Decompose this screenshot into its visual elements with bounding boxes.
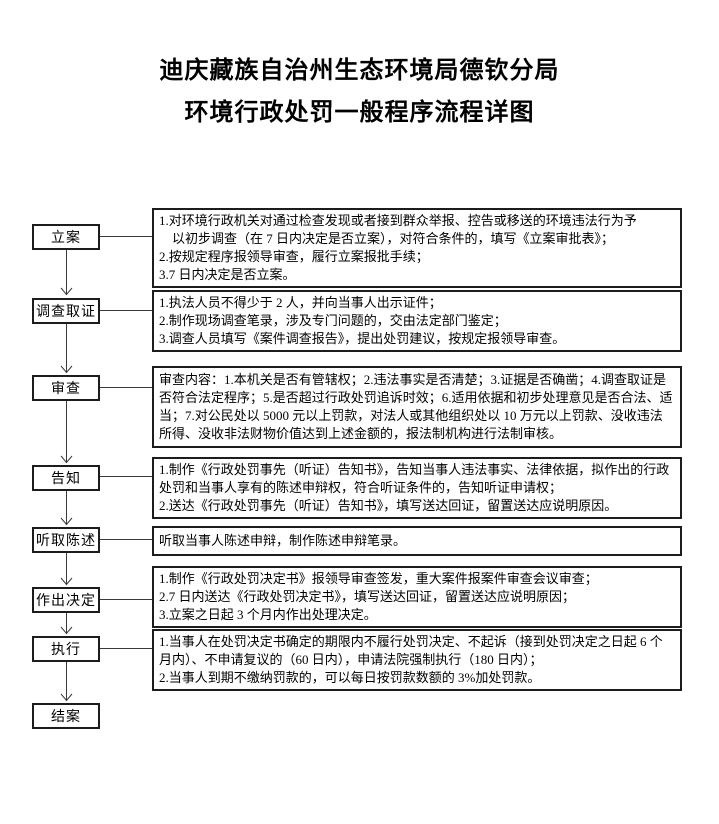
flow-arrow-7-line [66, 662, 67, 701]
connector-decision [100, 599, 152, 600]
arrow-down-icon [60, 455, 73, 464]
arrow-down-icon [60, 517, 73, 526]
stage-box-decision: 作出决定 [32, 587, 100, 613]
flow-arrow-1-line [66, 250, 67, 295]
detail-text-decision: 1.制作《行政处罚决定书》报领导审查签发，重大案件报案件审查会议审查； 2.7 … [159, 571, 598, 622]
stage-box-filing: 立案 [32, 224, 100, 250]
flow-arrow-6-line [66, 613, 67, 634]
detail-box-decision: 1.制作《行政处罚决定书》报领导审查签发，重大案件报案件审查会议审查； 2.7 … [152, 566, 682, 628]
connector-hearing-statement [100, 539, 152, 540]
detail-box-investigation: 1.执法人员不得少于 2 人，并向当事人出示证件； 2.制作现场调查笔录，涉及专… [152, 290, 682, 352]
detail-text-investigation: 1.执法人员不得少于 2 人，并向当事人出示证件； 2.制作现场调查笔录，涉及专… [159, 295, 566, 346]
stage-label-review: 审查 [51, 382, 81, 397]
detail-text-execution: 1.当事人在处罚决定书确定的期限内不履行处罚决定、不起诉（接到处罚决定之日起 6… [159, 634, 663, 685]
stage-box-execution: 执行 [32, 636, 100, 662]
flow-arrow-5-line [66, 553, 67, 585]
arrow-down-icon [60, 365, 73, 374]
arrow-down-icon [60, 577, 73, 586]
detail-box-notification: 1.制作《行政处罚事先（听证）告知书》，告知当事人违法事实、法律依据，拟作出的行… [152, 457, 682, 519]
connector-review [100, 387, 152, 388]
detail-text-notification: 1.制作《行政处罚事先（听证）告知书》，告知当事人违法事实、法律依据，拟作出的行… [159, 462, 670, 513]
stage-label-case-closure: 结案 [51, 710, 81, 725]
detail-box-execution: 1.当事人在处罚决定书确定的期限内不履行处罚决定、不起诉（接到处罚决定之日起 6… [152, 629, 682, 691]
arrow-down-icon [60, 693, 73, 702]
stage-label-hearing-statement: 听取陈述 [36, 534, 96, 549]
page-title-line-1: 迪庆藏族自治州生态环境局德钦分局 [159, 58, 560, 84]
arrow-down-icon [60, 287, 73, 296]
stage-label-investigation: 调查取证 [36, 305, 96, 320]
stage-box-hearing-statement: 听取陈述 [32, 527, 100, 553]
connector-investigation [100, 310, 152, 311]
arrow-down-icon [60, 626, 73, 635]
stage-label-execution: 执行 [51, 643, 81, 658]
connector-filing [100, 236, 152, 237]
page-title-line-2: 环境行政处罚一般程序流程详图 [184, 100, 535, 126]
detail-box-hearing-statement: 听取当事人陈述申辩，制作陈述申辩笔录。 [152, 526, 682, 556]
flow-arrow-3-line [66, 401, 67, 463]
detail-text-filing: 1.对环境行政机关对通过检查发现或者接到群众举报、控告或移送的环境违法行为予 以… [159, 213, 637, 282]
connector-notification [100, 476, 152, 477]
stage-label-decision: 作出决定 [36, 594, 96, 609]
connector-execution [100, 648, 152, 649]
stage-box-notification: 告知 [32, 465, 100, 491]
flow-arrow-4-line [66, 491, 67, 525]
detail-box-filing: 1.对环境行政机关对通过检查发现或者接到群众举报、控告或移送的环境违法行为予 以… [152, 208, 682, 288]
stage-label-notification: 告知 [51, 472, 81, 487]
detail-text-review: 审查内容：1.本机关是否有管辖权；2.违法事实是否清楚；3.证据是否确凿；4.调… [159, 372, 673, 441]
flow-arrow-2-line [66, 324, 67, 373]
detail-text-hearing-statement: 听取当事人陈述申辩，制作陈述申辩笔录。 [159, 533, 407, 548]
stage-box-investigation: 调查取证 [32, 298, 100, 324]
stage-box-review: 审查 [32, 375, 100, 401]
stage-label-filing: 立案 [51, 231, 81, 246]
detail-box-review: 审查内容：1.本机关是否有管辖权；2.违法事实是否清楚；3.证据是否确凿；4.调… [152, 366, 682, 448]
stage-box-case-closure: 结案 [32, 703, 100, 729]
